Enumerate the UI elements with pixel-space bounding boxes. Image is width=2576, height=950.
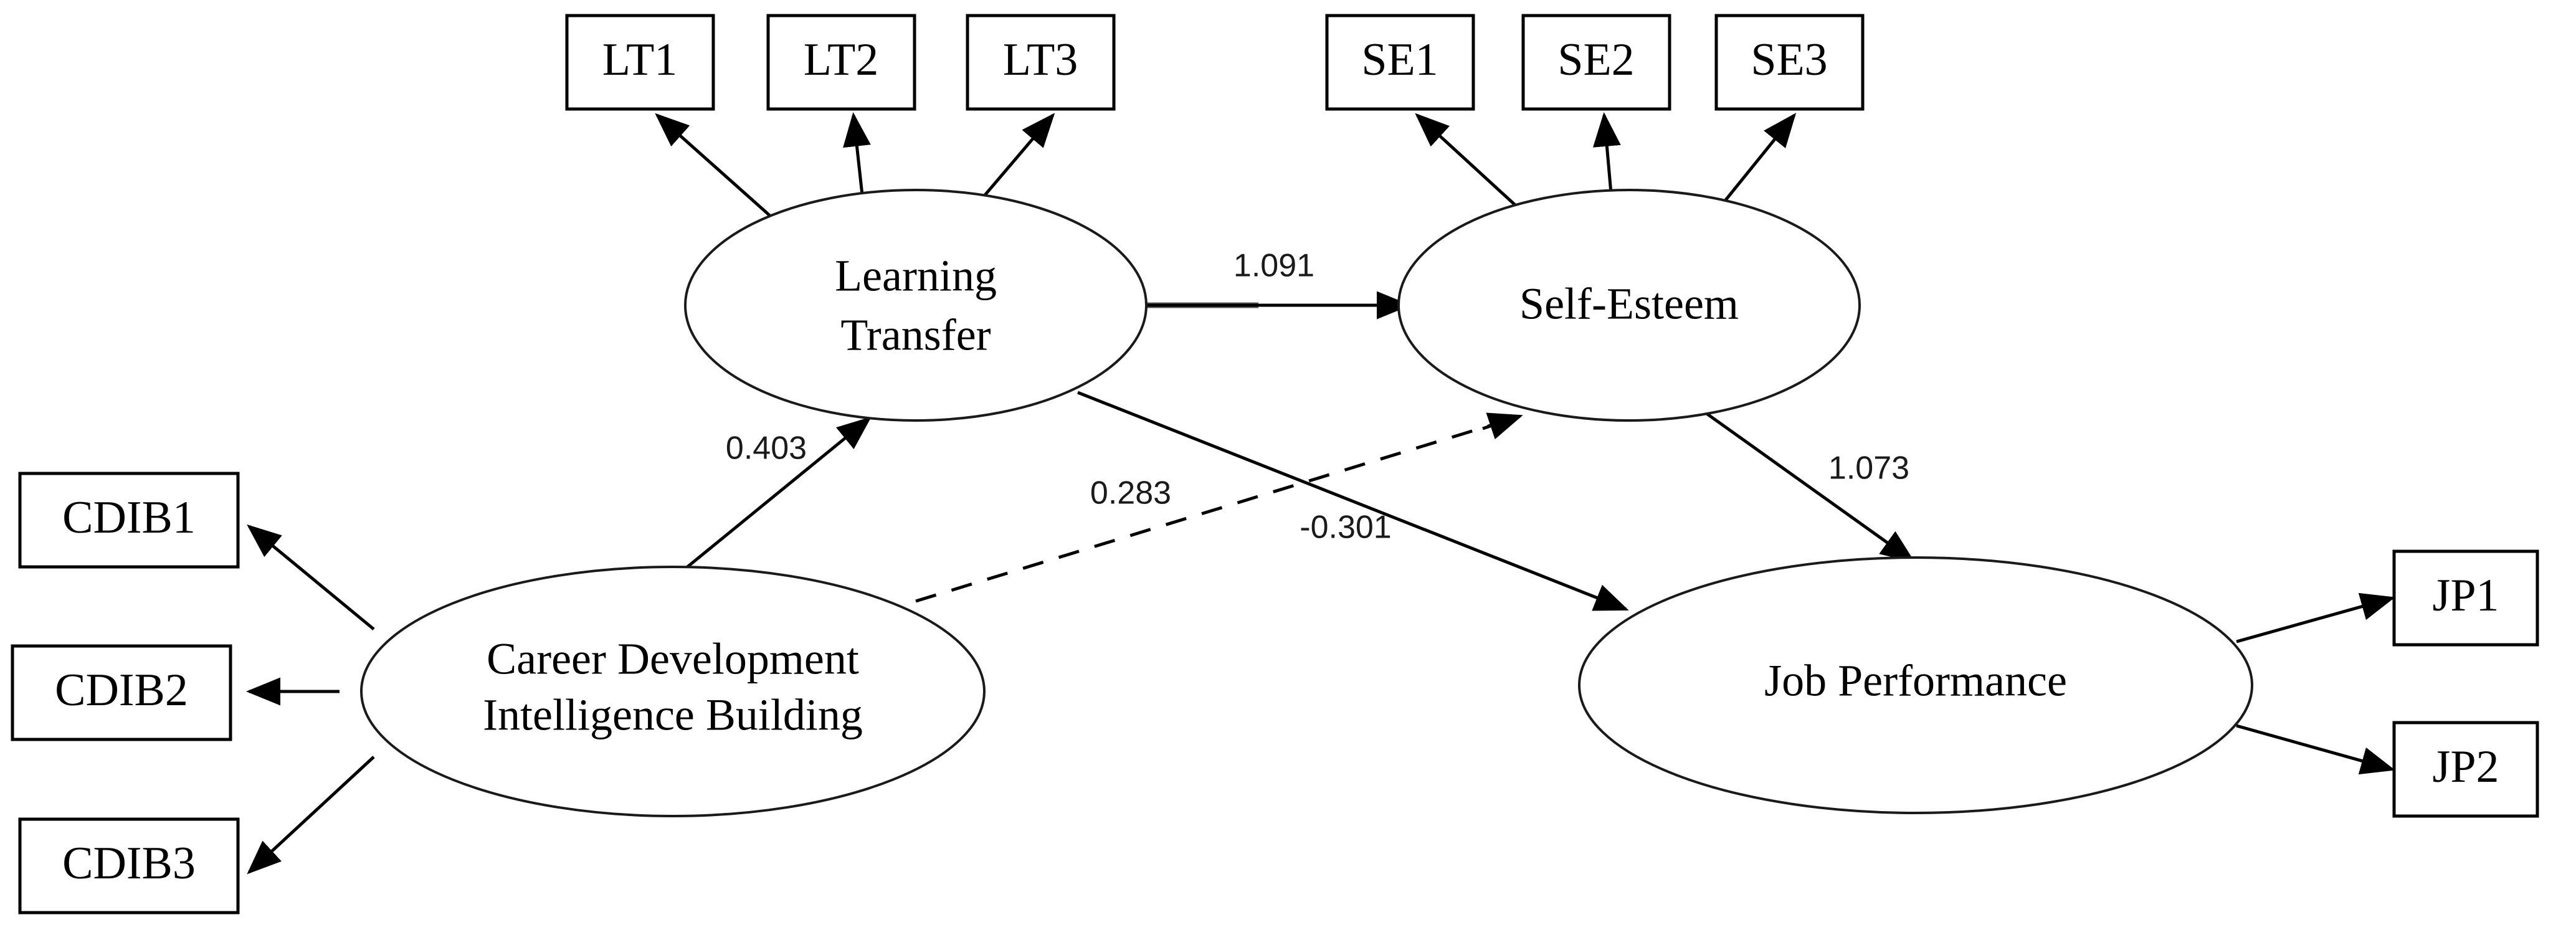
box-label-cdib1: CDIB1 <box>62 492 196 543</box>
boxes-learning-transfer <box>565 14 1116 111</box>
box-jp1[interactable] <box>2392 549 2539 647</box>
edge-cdib-to-se-dashed <box>915 417 1511 603</box>
ellipse-label-learning-transfer-line1: Learning <box>835 251 997 301</box>
box-cdib2[interactable] <box>11 644 232 741</box>
edges-job-performance-indicators <box>2236 592 2395 775</box>
ellipse-self-esteem[interactable] <box>1397 189 1861 422</box>
box-label-jp1: JP1 <box>2433 570 2499 621</box>
box-se1[interactable] <box>1325 14 1475 111</box>
box-label-lt1: LT1 <box>602 34 678 85</box>
edge-cdib-to-cdib3 <box>247 756 375 875</box>
edge-lt-to-jp <box>1077 391 1629 611</box>
box-lt3[interactable] <box>966 14 1116 111</box>
box-label-cdib3: CDIB3 <box>62 838 196 889</box>
box-lt1[interactable] <box>565 14 715 111</box>
box-label-se1: SE1 <box>1361 34 1438 85</box>
box-label-lt3: LT3 <box>1003 34 1078 85</box>
coefficient-label-cdib-to-se: 0.283 <box>1090 475 1171 511</box>
ellipse-label-self-esteem: Self-Esteem <box>1519 279 1739 329</box>
box-label-lt2: LT2 <box>804 34 879 85</box>
boxes-career-development <box>11 472 240 914</box>
coefficient-label-lt-to-se: 1.091 <box>1233 248 1314 284</box>
edge-se-to-jp <box>1693 403 1916 563</box>
edges-cdib-indicators <box>246 524 375 875</box>
box-label-se3: SE3 <box>1751 34 1827 85</box>
edge-cdib-to-cdib1 <box>247 524 375 630</box>
ellipse-job-performance[interactable] <box>1578 556 2253 814</box>
edge-jp-to-jp2 <box>2236 724 2395 775</box>
edge-jp-to-jp1 <box>2236 592 2395 644</box>
box-label-jp2: JP2 <box>2433 741 2499 792</box>
ellipse-label-job-performance: Job Performance <box>1764 656 2067 706</box>
coefficient-label-cdib-to-lt: 0.403 <box>726 430 807 467</box>
boxes-job-performance <box>2392 549 2539 818</box>
box-cdib1[interactable] <box>18 472 240 569</box>
box-jp2[interactable] <box>2392 721 2539 818</box>
boxes-self-esteem <box>1325 14 1865 111</box>
box-label-cdib2: CDIB2 <box>55 665 188 716</box>
edge-cdib-to-se-arrow <box>1482 412 1523 440</box>
ellipse-career-development-intelligence-building[interactable] <box>360 566 986 817</box>
ellipse-label-cdib-line2: Intelligence Building <box>483 690 863 740</box>
ellipse-learning-transfer[interactable] <box>684 189 1148 422</box>
box-label-se2: SE2 <box>1557 34 1634 85</box>
coefficient-label-se-to-jp: 1.073 <box>1828 450 1909 487</box>
box-se2[interactable] <box>1521 14 1671 111</box>
coefficient-label-lt-to-jp: -0.301 <box>1300 510 1391 546</box>
edges-structural-paths <box>675 291 1916 611</box>
ellipse-label-learning-transfer-line2: Transfer <box>840 310 991 360</box>
box-lt2[interactable] <box>766 14 916 111</box>
edge-cdib-to-lt <box>675 416 872 577</box>
ellipse-label-cdib-line1: Career Development <box>487 634 859 684</box>
box-se3[interactable] <box>1714 14 1865 111</box>
box-cdib3[interactable] <box>18 817 240 914</box>
